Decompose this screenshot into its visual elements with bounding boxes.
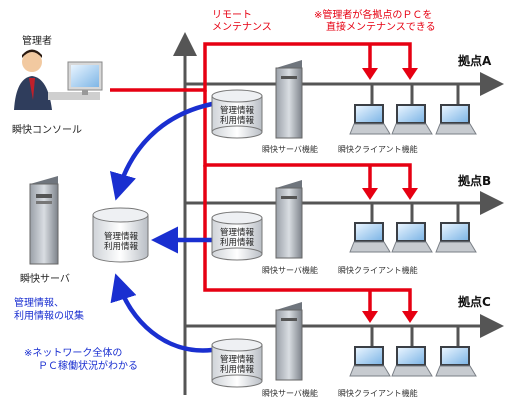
site-b-db-text: 管理情報 利用情報 — [212, 228, 262, 248]
central-db-text: 管理情報 利用情報 — [95, 232, 147, 252]
collect-line2: 利用情報の収集 — [14, 311, 84, 322]
site-c-db-icon — [211, 338, 263, 388]
remote-label-line1: リモート — [212, 10, 252, 21]
admin-title: 管理者 — [22, 36, 52, 47]
site-b-name: 拠点B — [458, 174, 492, 188]
client-laptops — [349, 104, 477, 377]
laptop-icon — [349, 222, 391, 253]
network-backbone — [173, 32, 504, 395]
site-b-server-label: 瞬快サーバ機能 — [262, 266, 318, 275]
site-c-server-label: 瞬快サーバ機能 — [262, 389, 318, 398]
remote-note-line1: ※管理者が各拠点のＰＣを — [314, 10, 433, 21]
site-a-name: 拠点A — [458, 54, 492, 68]
site-b-client-label: 瞬快クライアント機能 — [338, 266, 418, 275]
network-note-line1: ※ネットワーク全体の — [24, 348, 123, 359]
site-a-client-label: 瞬快クライアント機能 — [338, 145, 418, 154]
laptop-icon — [435, 104, 477, 135]
remote-maintenance-lines — [110, 42, 412, 313]
site-b-db-line1: 管理情報 — [219, 228, 254, 238]
remote-label-line2: メンテナンス — [212, 22, 272, 33]
site-c-db-text: 管理情報 利用情報 — [212, 355, 262, 375]
collect-line1: 管理情報、 — [14, 298, 64, 309]
central-db-line2: 利用情報 — [103, 242, 138, 253]
administrator-icon — [14, 49, 103, 110]
site-a-db-line1: 管理情報 — [219, 106, 254, 116]
site-b-db-icon — [211, 211, 263, 261]
laptop-icon — [391, 346, 433, 377]
remote-arrowheads — [362, 68, 418, 323]
site-a-db-text: 管理情報 利用情報 — [212, 106, 262, 126]
laptop-icon — [435, 346, 477, 377]
network-note-line2: ＰＣ稼働状況がわかる — [38, 361, 138, 372]
site-b-db-line2: 利用情報 — [219, 238, 254, 249]
laptop-icon — [349, 346, 391, 377]
site-c-db-line1: 管理情報 — [219, 355, 254, 365]
laptop-icon — [391, 222, 433, 253]
console-label: 瞬快コンソール — [12, 125, 82, 136]
site-b-server-icon — [275, 180, 303, 259]
site-a-db-icon — [211, 89, 263, 139]
laptop-icon — [349, 104, 391, 135]
collection-arrows — [109, 101, 213, 353]
remote-note-line2: 直接メンテナンスできる — [326, 22, 436, 33]
laptop-icon — [391, 104, 433, 135]
site-c-db-line2: 利用情報 — [219, 365, 254, 376]
central-server-icon — [29, 176, 59, 265]
site-c-client-label: 瞬快クライアント機能 — [338, 389, 418, 398]
site-c-server-icon — [275, 302, 303, 381]
site-a-server-label: 瞬快サーバ機能 — [262, 145, 318, 154]
site-a-db-line2: 利用情報 — [219, 116, 254, 127]
central-db-line1: 管理情報 — [103, 232, 138, 242]
central-server-label: 瞬快サーバ — [20, 274, 70, 285]
central-db-icon — [92, 207, 149, 263]
laptop-icon — [435, 222, 477, 253]
site-c-name: 拠点C — [458, 295, 491, 309]
site-a-server-icon — [275, 60, 303, 139]
